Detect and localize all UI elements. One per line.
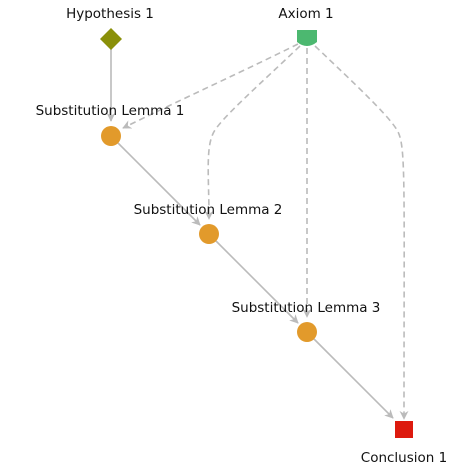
substitution-lemma-3-label: Substitution Lemma 3 bbox=[232, 300, 381, 316]
axiom-1-label: Axiom 1 bbox=[278, 6, 333, 22]
nodes-layer bbox=[100, 28, 413, 438]
substitution-lemma-2-label: Substitution Lemma 2 bbox=[134, 202, 283, 218]
axiom-1-node[interactable] bbox=[297, 30, 317, 46]
hypothesis-1-label: Hypothesis 1 bbox=[66, 6, 154, 22]
edge-axiom-1-to-lemma-1 bbox=[122, 43, 299, 129]
edge-lemma-2-to-lemma-3 bbox=[215, 240, 299, 324]
edge-axiom-1-to-conclusion-1 bbox=[314, 45, 409, 420]
conclusion-1-label: Conclusion 1 bbox=[361, 450, 447, 466]
edge-axiom-1-to-lemma-2 bbox=[204, 45, 301, 220]
substitution-lemma-1-node[interactable] bbox=[101, 126, 121, 146]
edge-lemma-3-to-conclusion-1 bbox=[313, 338, 394, 419]
labels-layer: Hypothesis 1 Axiom 1 Substitution Lemma … bbox=[36, 6, 448, 466]
conclusion-1-node[interactable] bbox=[395, 421, 413, 438]
substitution-lemma-2-node[interactable] bbox=[199, 224, 219, 244]
edges-layer bbox=[106, 43, 409, 420]
edge-lemma-1-to-lemma-2 bbox=[117, 142, 201, 226]
substitution-lemma-1-label: Substitution Lemma 1 bbox=[36, 103, 185, 119]
hypothesis-1-node[interactable] bbox=[100, 28, 122, 50]
substitution-lemma-3-node[interactable] bbox=[297, 322, 317, 342]
